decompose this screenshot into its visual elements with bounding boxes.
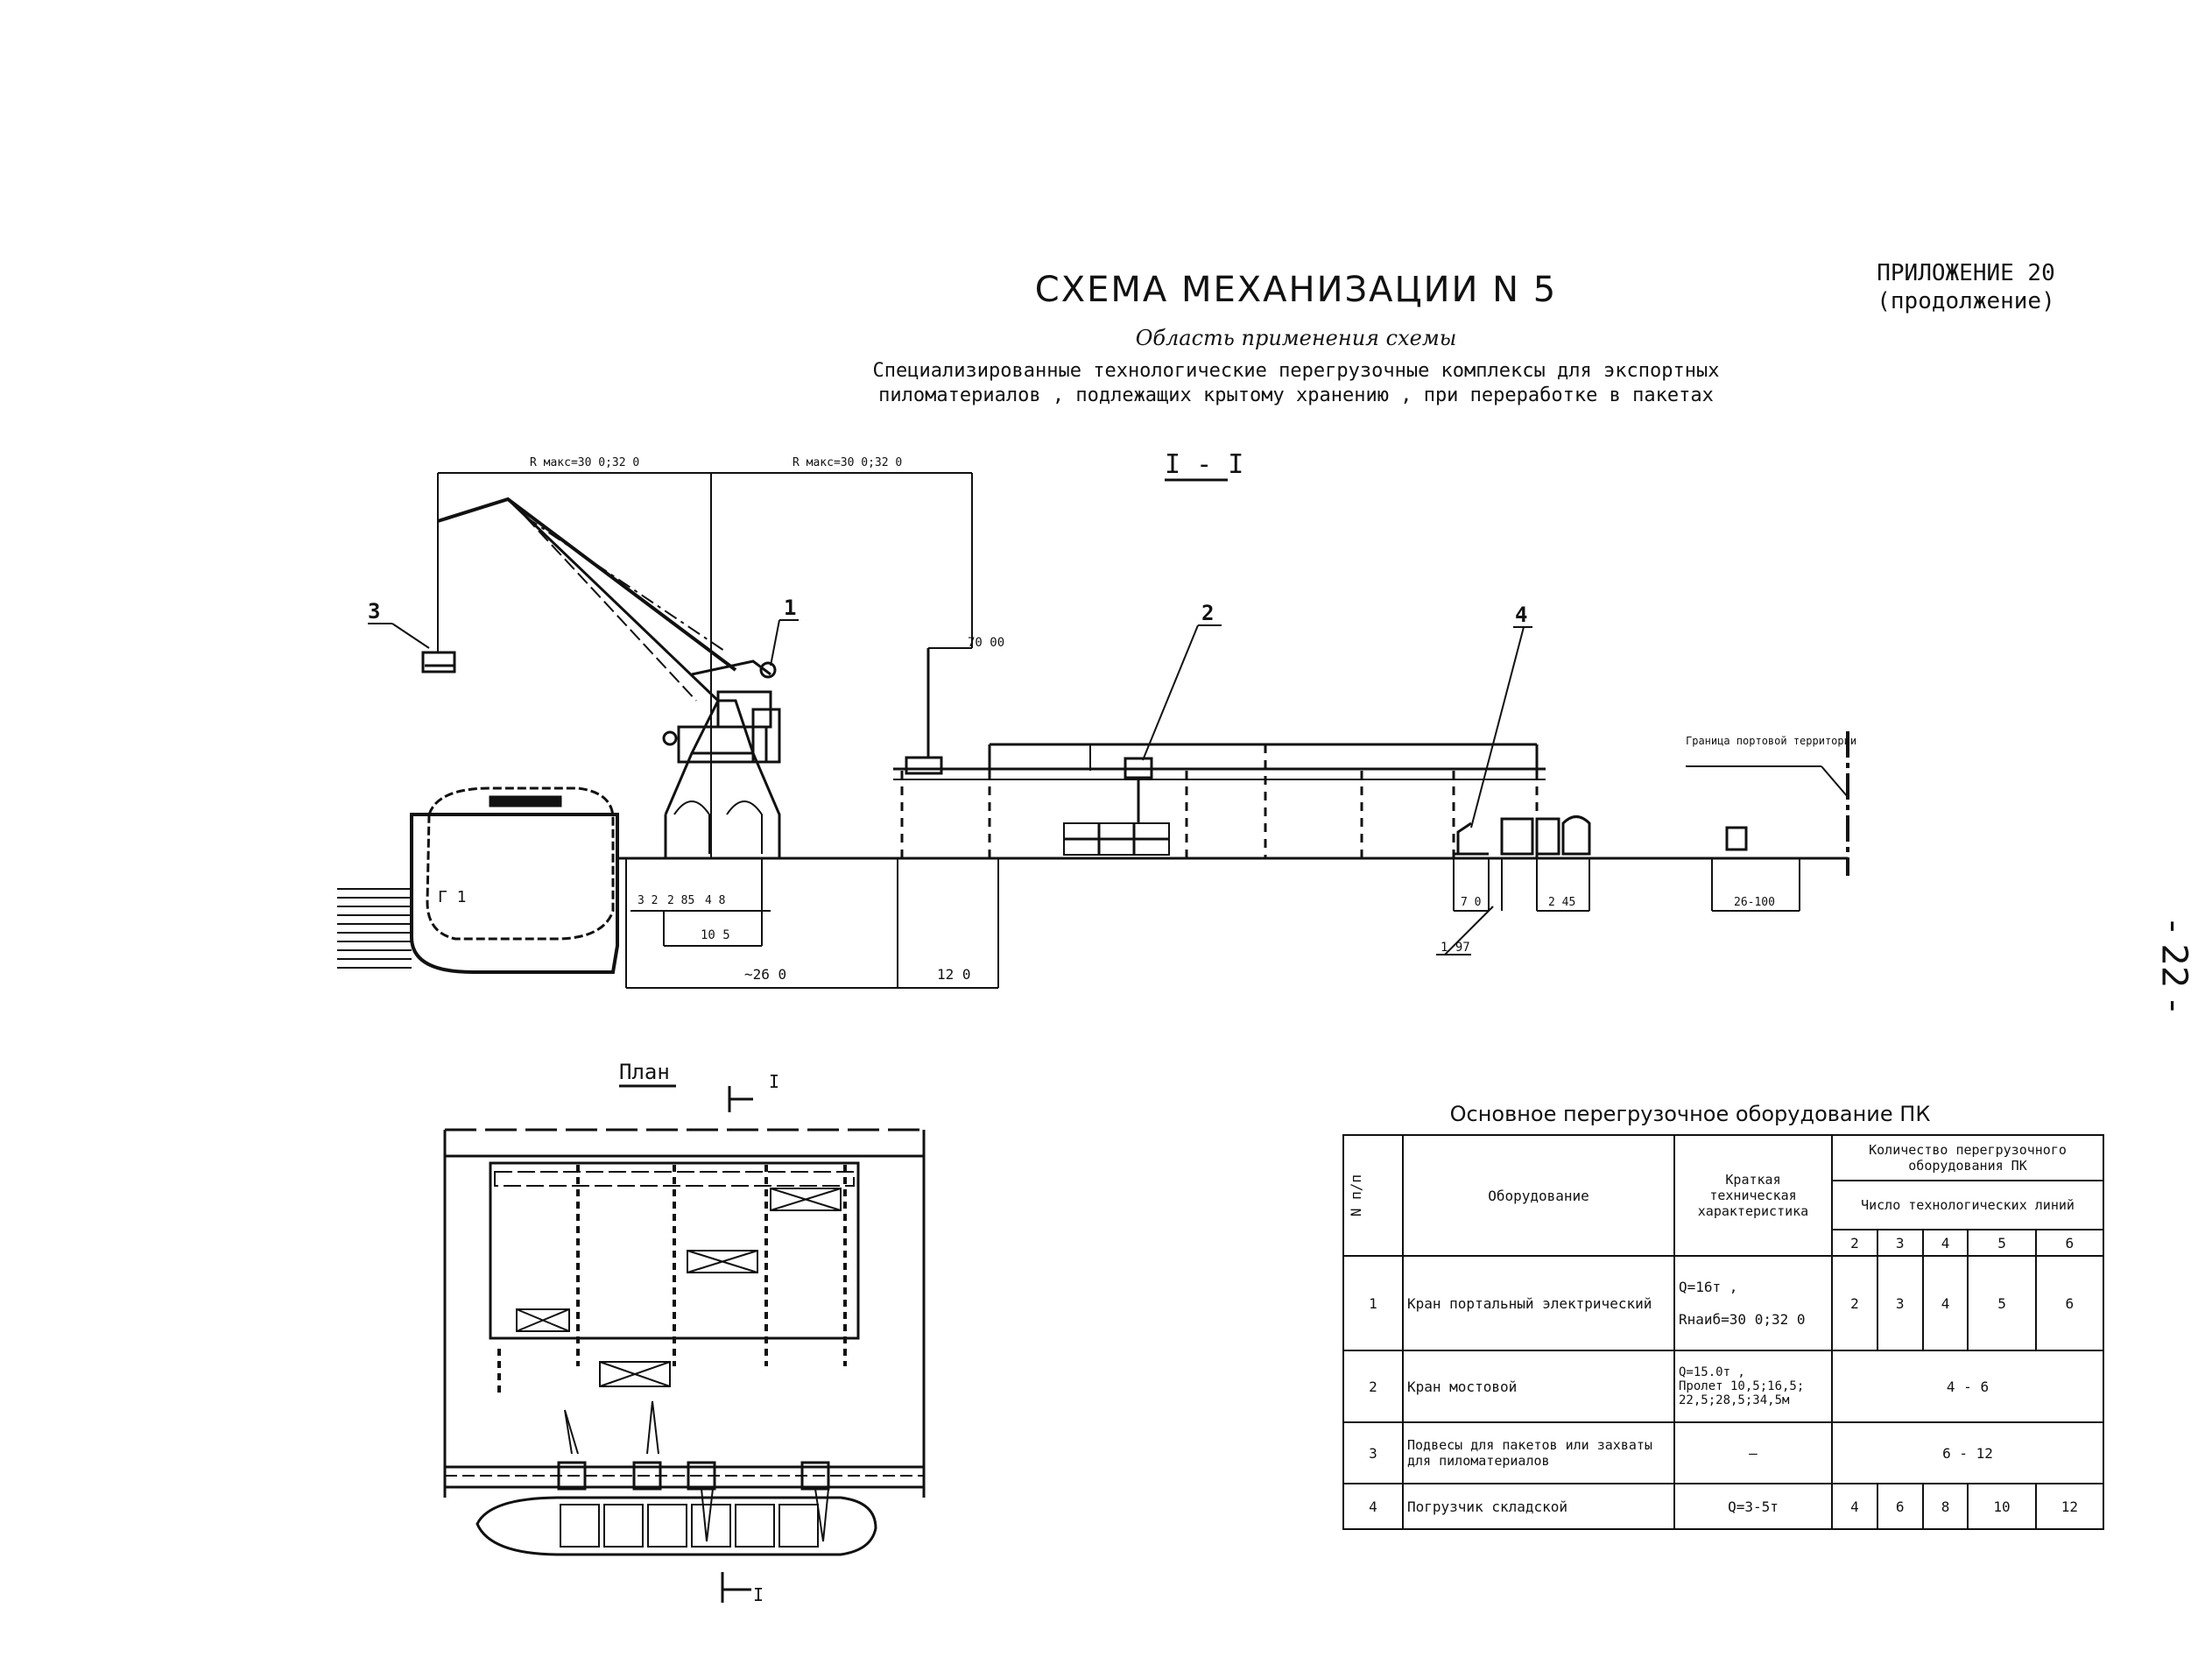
- plan-label: План: [619, 1060, 670, 1084]
- row-num: 4: [1342, 1483, 1404, 1530]
- dim-d4: 10 5: [701, 928, 730, 942]
- row-spec: —: [1673, 1421, 1833, 1484]
- row-name: Кран портальный электрический: [1402, 1255, 1675, 1351]
- header-lines: Число технологических линий: [1831, 1180, 2104, 1230]
- radius-left-label: R макс=30 0;32 0: [530, 456, 639, 469]
- callout-1: 1: [784, 596, 796, 620]
- header-spec: Краткая техническая характеристика: [1673, 1134, 1833, 1257]
- row-spec: Q=16т ,Rнаиб=30 0;32 0: [1673, 1255, 1833, 1351]
- row-value: 4: [1921, 1255, 1969, 1351]
- dim-d8: 2 45: [1548, 896, 1575, 909]
- row-value: 12: [2034, 1483, 2105, 1530]
- row-name: Кран мостовой: [1402, 1350, 1675, 1423]
- radius-right-label: R макс=30 0;32 0: [793, 456, 902, 469]
- rail-height-label: 70 00: [968, 636, 1004, 650]
- ship-cargo-mark: Г 1: [438, 888, 467, 906]
- row-value: 5: [1967, 1255, 2037, 1351]
- header-num: N п/п: [1342, 1134, 1404, 1257]
- row-value: 3: [1876, 1255, 1924, 1351]
- table-row: 2 Кран мостовой Q=15.0т ,Пролет 10,5;16,…: [1342, 1350, 2104, 1423]
- row-num: 1: [1342, 1255, 1404, 1351]
- header-line-count: 6: [2034, 1229, 2105, 1257]
- water: [337, 888, 412, 969]
- table-caption: Основное перегрузочное оборудование ПК: [1449, 1102, 1931, 1126]
- callout-4: 4: [1515, 603, 1527, 627]
- ship-deck-hatch: [489, 795, 562, 807]
- dim-d2: 2 85: [667, 894, 694, 907]
- row-value: 6: [1876, 1483, 1924, 1530]
- dim-d7: 7 0: [1461, 896, 1481, 909]
- forklift: [1453, 821, 1490, 912]
- table-row: 3 Подвесы для пакетов или захваты для пи…: [1342, 1421, 2104, 1484]
- small-vehicle: [1725, 826, 1748, 851]
- callout-2: 2: [1201, 601, 1214, 625]
- row-value: 4: [1831, 1483, 1878, 1530]
- dim-d10: 26-100: [1734, 896, 1775, 909]
- appendix-line-2: (продолжение): [1877, 288, 2055, 314]
- table-row: 1 Кран портальный электрический Q=16т ,R…: [1342, 1255, 2105, 1351]
- dim-d6: 12 0: [937, 966, 971, 983]
- dim-d9: 1 97: [1441, 941, 1470, 955]
- plan-view: План I: [443, 1060, 926, 1605]
- header-line-count: 2: [1831, 1229, 1878, 1257]
- equipment-table: N п/п Оборудование Краткая техническая х…: [1342, 1134, 2105, 1530]
- subtitle: Область применения схемы: [1135, 326, 1457, 350]
- table-row: 4 Погрузчик складской Q=3-5т 4 6 8 10 12: [1342, 1483, 2105, 1530]
- row-num: 3: [1342, 1421, 1404, 1484]
- page-title: СХЕМА МЕХАНИЗАЦИИ N 5: [1034, 270, 1558, 310]
- row-merged-value: 4 - 6: [1831, 1350, 2104, 1423]
- row-value: 6: [2034, 1255, 2105, 1351]
- dim-d5: ~26 0: [744, 966, 786, 983]
- header-line-count: 3: [1876, 1229, 1924, 1257]
- dim-d1: 3 2: [638, 894, 658, 907]
- row-merged-value: 6 - 12: [1831, 1421, 2104, 1484]
- row-name: Подвесы для пакетов или захваты для пило…: [1402, 1421, 1675, 1484]
- section-view: I - I Г 1 ~26 0 12 0: [337, 449, 1856, 989]
- warehouse: [893, 648, 1546, 858]
- portal-crane: [421, 472, 973, 858]
- callout-3: 3: [368, 599, 380, 624]
- description-line-1: Специализированные технологические перег…: [872, 360, 1720, 382]
- ship-hold: [426, 786, 615, 941]
- description: Специализированные технологические перег…: [832, 359, 1760, 408]
- port-boundary-label: Граница портовой территории: [1686, 735, 1856, 747]
- callouts: 3 1 2 4: [368, 596, 1532, 828]
- appendix-label: ПРИЛОЖЕНИЕ 20 (продолжение): [1839, 259, 2093, 315]
- row-spec: Q=15.0т ,Пролет 10,5;16,5; 22,5;28,5;34,…: [1673, 1350, 1833, 1423]
- row-num: 2: [1342, 1350, 1404, 1423]
- header-line-count: 5: [1967, 1229, 2037, 1257]
- ship-hull: [410, 813, 619, 974]
- header-qty: Количество перегрузочного оборудования П…: [1831, 1134, 2104, 1181]
- row-spec: Q=3-5т: [1673, 1483, 1833, 1530]
- row-value: 8: [1921, 1483, 1969, 1530]
- row-value: 10: [1967, 1483, 2037, 1530]
- truck: [1500, 815, 1591, 912]
- description-line-2: пиломатериалов , подлежащих крытому хран…: [878, 384, 1714, 406]
- row-name: Погрузчик складской: [1402, 1483, 1675, 1530]
- section-mark-top: I: [769, 1071, 779, 1092]
- section-label: I - I: [1165, 449, 1243, 480]
- header-equipment: Оборудование: [1402, 1134, 1675, 1257]
- appendix-line-1: ПРИЛОЖЕНИЕ 20: [1877, 260, 2055, 286]
- row-value: 2: [1831, 1255, 1878, 1351]
- dim-d3: 4 8: [705, 894, 725, 907]
- section-mark-bottom: I: [753, 1584, 764, 1605]
- header-line-count: 4: [1921, 1229, 1969, 1257]
